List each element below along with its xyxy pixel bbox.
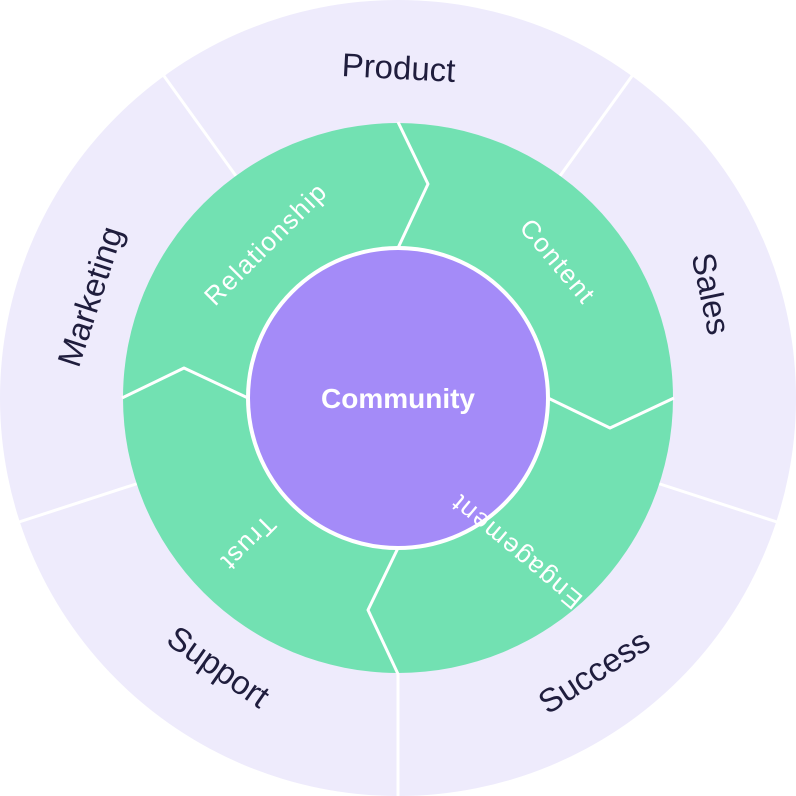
outer-divider	[658, 482, 779, 524]
outer-label-product: Product	[341, 46, 457, 89]
outer-divider	[162, 74, 238, 178]
inner-ring-dividers	[121, 121, 675, 675]
outer-divider	[17, 482, 138, 524]
inner-divider	[396, 121, 430, 249]
inner-divider	[547, 396, 675, 430]
outer-ring-dividers	[17, 74, 779, 796]
center-circle	[246, 246, 550, 550]
inner-divider	[366, 547, 400, 675]
center-label: Community	[321, 383, 475, 414]
inner-divider	[121, 366, 249, 400]
outer-divider	[558, 74, 634, 178]
